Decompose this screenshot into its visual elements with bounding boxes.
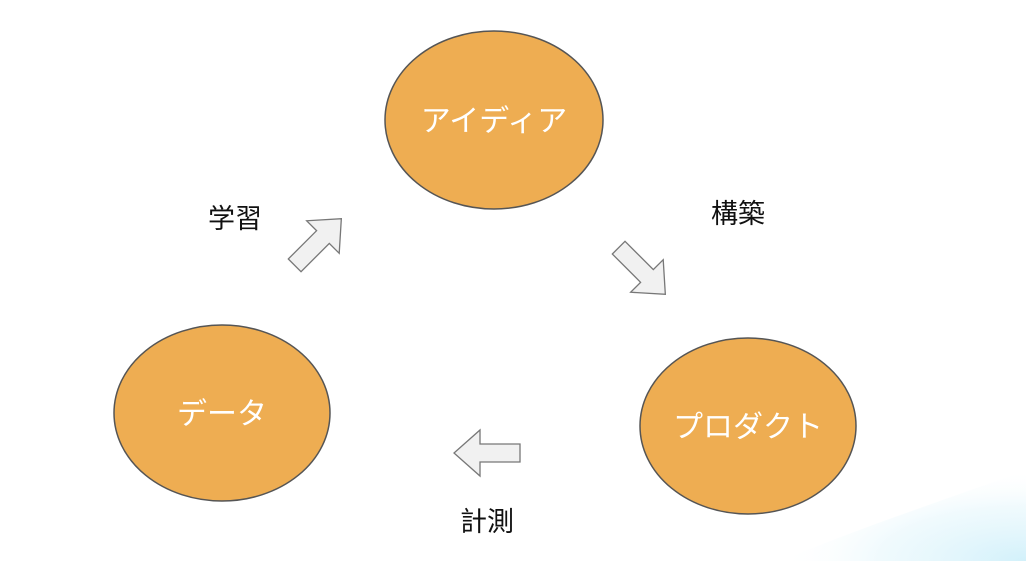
node-data: データ — [113, 324, 331, 502]
edge-learn-label: 学習 — [208, 204, 262, 235]
arrow-down-right-icon — [611, 240, 667, 296]
edge-learn: 学習 — [208, 204, 343, 273]
arrow-up-right-icon — [287, 217, 343, 273]
node-idea-ellipse — [384, 30, 604, 210]
edge-build-label: 構築 — [711, 199, 765, 230]
node-data-ellipse — [113, 324, 331, 502]
node-product: プロダクト — [639, 337, 857, 515]
node-idea: アイディア — [384, 30, 604, 210]
node-idea-label: アイディア — [421, 104, 567, 139]
edge-build: 構築 — [611, 199, 765, 296]
edge-measure-label: 計測 — [460, 507, 514, 538]
edge-measure: 計測 — [453, 428, 521, 538]
arrow-left-icon — [453, 428, 521, 478]
node-data-label: データ — [177, 397, 267, 432]
node-product-ellipse — [639, 337, 857, 515]
corner-glow-decoration — [780, 470, 1026, 561]
node-product-label: プロダクト — [673, 410, 823, 445]
